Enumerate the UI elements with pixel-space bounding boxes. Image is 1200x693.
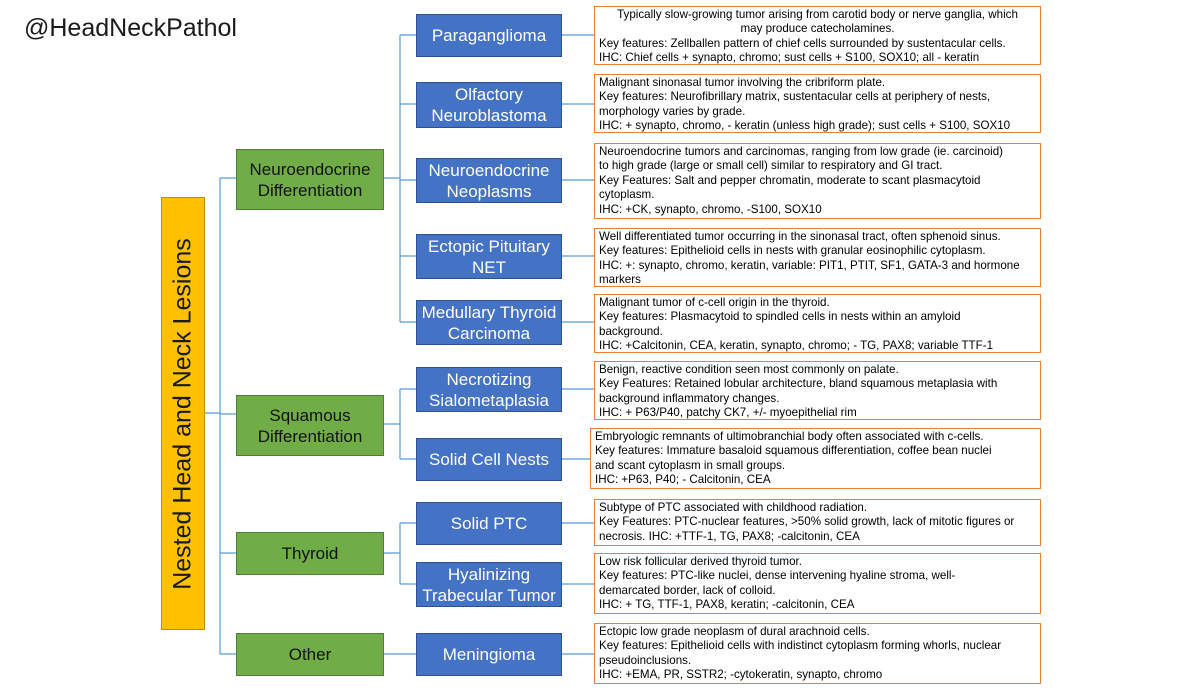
description-line: Typically slow-growing tumor arising fro… — [617, 8, 1018, 21]
description-line: demarcated border, lack of colloid. — [599, 583, 776, 597]
description-line: may produce catecholamines. — [740, 22, 895, 36]
description-line: markers — [599, 273, 641, 287]
description-line: background. — [599, 324, 663, 338]
description-line: Malignant tumor of c-cell origin in the … — [599, 296, 830, 309]
entity-ectopic-pituitary-net: Ectopic Pituitary NET — [416, 234, 562, 279]
description-line: Key Features: Retained lobular architect… — [599, 377, 998, 391]
entity-solid-cell-nests: Solid Cell Nests — [416, 438, 562, 481]
connector-squamous — [384, 388, 416, 460]
description-line: IHC: + P63/P40, patchy CK7, +/- myoepith… — [599, 406, 857, 420]
category-other: Other — [236, 633, 384, 676]
entity-medullary-thyroid-carcinoma: Medullary Thyroid Carcinoma — [416, 300, 562, 345]
category-neuroendocrine: Neuroendocrine Differentiation — [236, 149, 384, 210]
description-line: Key features: Epithelioid cells in nests… — [599, 244, 986, 258]
entity-necrotizing-sialometaplasia: Necrotizing Sialometaplasia — [416, 367, 562, 412]
description-line: morphology varies by grade. — [599, 104, 746, 118]
description-line: Key features: Epithelioid cells with ind… — [599, 639, 1002, 653]
category-thyroid: Thyroid — [236, 532, 384, 575]
description-olfactory-neuroblastoma: Malignant sinonasal tumor involving the … — [594, 74, 1041, 133]
description-line: Key features: Immature basaloid squamous… — [595, 444, 992, 458]
description-solid-ptc: Subtype of PTC associated with childhood… — [594, 499, 1041, 546]
description-necrotizing-sialometaplasia: Benign, reactive condition seen most com… — [594, 361, 1041, 420]
description-line: IHC: + TG, TTF-1, PAX8, keratin; -calcit… — [599, 598, 855, 612]
description-paraganglioma: Typically slow-growing tumor arising fro… — [594, 6, 1041, 65]
description-line: and scant cytoplasm in small groups. — [595, 458, 786, 472]
description-line: IHC: + synapto, chromo, - keratin (unles… — [599, 119, 1011, 133]
description-line: pseudoinclusions. — [599, 653, 692, 667]
entity-olfactory-neuroblastoma: Olfactory Neuroblastoma — [416, 82, 562, 128]
description-line: IHC: +CK, synapto, chromo, -S100, SOX10 — [599, 202, 822, 216]
connector-descriptions — [562, 34, 594, 655]
description-line: cytoplasm. — [599, 188, 655, 202]
entity-neuroendocrine-neoplasms: Neuroendocrine Neoplasms — [416, 158, 562, 203]
description-line: Subtype of PTC associated with childhood… — [599, 501, 868, 514]
connector-thyroid — [384, 522, 416, 585]
connector-root-trunk — [205, 177, 236, 655]
description-meningioma: Ectopic low grade neoplasm of dural arac… — [594, 623, 1041, 684]
description-line: Ectopic low grade neoplasm of dural arac… — [599, 625, 870, 638]
description-line: IHC: Chief cells + synapto, chromo; sust… — [599, 51, 980, 65]
entity-hyalinizing-trabecular-tumor: Hyalinizing Trabecular Tumor — [416, 562, 562, 607]
description-solid-cell-nests: Embryologic remnants of ultimobranchial … — [590, 428, 1041, 489]
description-line: Key Features: Salt and pepper chromatin,… — [599, 173, 981, 187]
description-line: IHC: +P63, P40; - Calcitonin, CEA — [595, 473, 771, 487]
description-line: Key Features: PTC-nuclear features, >50%… — [599, 515, 1015, 529]
description-line: background inflammatory changes. — [599, 391, 780, 405]
description-line: Neuroendocrine tumors and carcinomas, ra… — [599, 145, 1004, 158]
description-ectopic-pituitary-net: Well differentiated tumor occurring in t… — [594, 228, 1041, 287]
description-line: IHC: +EMA, PR, SSTR2; -cytokeratin, syna… — [599, 668, 883, 682]
description-line: Benign, reactive condition seen most com… — [599, 363, 899, 376]
description-line: Key features: Plasmacytoid to spindled c… — [599, 310, 961, 324]
root-node: Nested Head and Neck Lesions — [161, 197, 205, 630]
category-squamous: Squamous Differentiation — [236, 395, 384, 456]
connector-neuroendocrine — [384, 34, 416, 323]
description-line: Key features: Zellballen pattern of chie… — [599, 36, 1006, 50]
description-line: necrosis. IHC: +TTF-1, TG, PAX8; -calcit… — [599, 529, 860, 543]
description-line: Embryologic remnants of ultimobranchial … — [595, 430, 984, 443]
description-line: to high grade (large or small cell) simi… — [599, 159, 943, 173]
entity-meningioma: Meningioma — [416, 633, 562, 676]
description-line: Low risk follicular derived thyroid tumo… — [599, 555, 802, 568]
description-line: Malignant sinonasal tumor involving the … — [599, 76, 886, 89]
twitter-handle: @HeadNeckPathol — [24, 14, 237, 42]
description-line: Key features: PTC-like nuclei, dense int… — [599, 569, 956, 583]
root-label: Nested Head and Neck Lesions — [168, 237, 197, 590]
description-hyalinizing-trabecular-tumor: Low risk follicular derived thyroid tumo… — [594, 553, 1041, 614]
entity-paraganglioma: Paraganglioma — [416, 14, 562, 57]
description-line: Well differentiated tumor occurring in t… — [599, 230, 1001, 243]
description-neuroendocrine-neoplasms: Neuroendocrine tumors and carcinomas, ra… — [594, 143, 1041, 219]
description-line: IHC: +: synapto, chromo, keratin, variab… — [599, 258, 1020, 272]
description-medullary-thyroid-carcinoma: Malignant tumor of c-cell origin in the … — [594, 294, 1041, 353]
description-line: Key features: Neurofibrillary matrix, su… — [599, 90, 991, 104]
description-line: IHC: +Calcitonin, CEA, keratin, synapto,… — [599, 339, 994, 353]
entity-solid-ptc: Solid PTC — [416, 502, 562, 545]
